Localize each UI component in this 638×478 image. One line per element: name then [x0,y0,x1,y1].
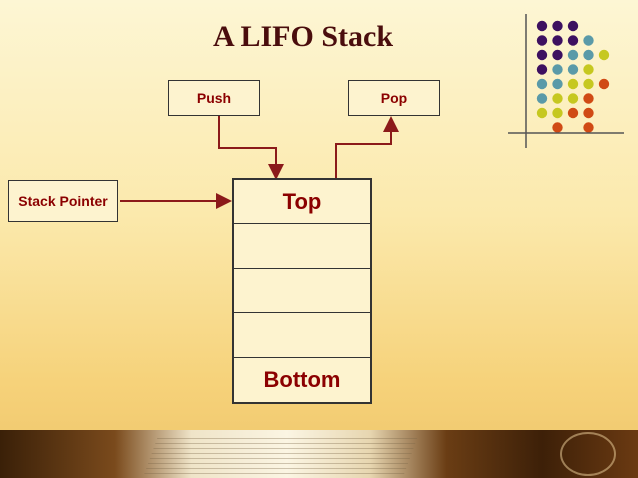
decoration-dot [552,122,563,133]
stack-pointer-box: Stack Pointer [8,180,118,222]
decoration-dot [536,78,548,90]
book-pages [142,438,418,478]
decoration-dot [536,49,548,61]
decoration-dot [598,78,610,90]
slide-title: A LIFO Stack [212,20,394,53]
decoration-dot [552,64,563,75]
stack-cell-4 [234,313,370,358]
decoration-dot [583,122,594,133]
push-box: Push [168,80,260,116]
decoration-dot [567,35,579,46]
decoration-dot [567,78,579,90]
decoration-dot [552,35,563,46]
stack-pointer-label: Stack Pointer [18,193,108,209]
stack-container: Top Bottom [232,178,372,404]
decoration-dot [552,107,563,119]
decoration-dot [583,64,594,75]
decoration-dot [552,49,563,61]
glasses-shape [560,432,616,476]
decoration-dot [552,78,563,90]
decoration-dot [567,20,579,32]
decoration-dot [583,107,594,119]
pop-box: Pop [348,80,440,116]
pop-label: Pop [380,90,408,106]
decoration-dot [583,35,594,46]
decoration-dot [583,93,594,104]
stack-cell-bottom: Bottom [263,366,341,392]
decoration-dot [583,78,594,90]
decoration-dot [567,64,579,75]
decoration-dot [536,64,548,75]
decoration-dot [567,93,579,104]
dot-grid-decoration-icon [508,14,624,148]
stack-cell-top: Top [234,180,370,225]
decoration-dot [567,49,579,61]
pop-arrow [335,116,399,178]
decoration-dot [536,35,548,46]
push-label: Push [196,90,232,106]
push-arrow [218,116,284,180]
stack-cell-2 [234,224,370,269]
stack-cell-3 [234,269,370,314]
decoration-dot [567,107,579,119]
decoration-dot [583,49,594,61]
decoration-dot [598,49,610,61]
decoration-dot [552,20,563,32]
decoration-dot [536,107,548,119]
decoration-dot [552,93,563,104]
decoration-dot [536,93,548,104]
book-photo [0,430,638,478]
decoration-dot [536,20,548,32]
